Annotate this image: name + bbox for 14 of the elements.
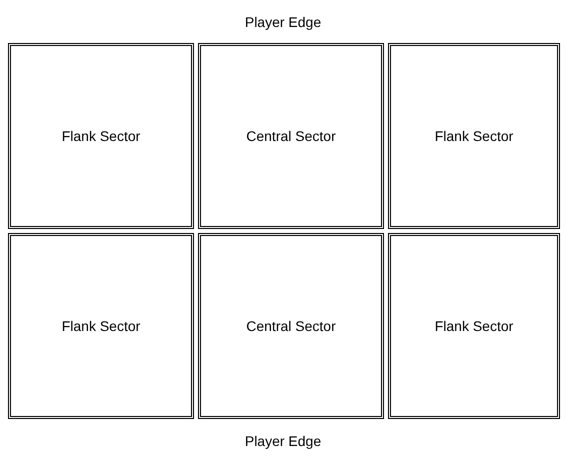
side-caption: Player Edge <box>244 14 322 30</box>
sector-box <box>388 43 560 229</box>
sector-box <box>388 233 560 419</box>
sector-box <box>8 43 194 229</box>
sector-label: Flank Sector <box>434 126 514 146</box>
sector-label: Flank Sector <box>60 126 142 146</box>
sector-box <box>8 233 194 419</box>
sector-label: Central Sector <box>245 126 337 146</box>
sector-box <box>198 233 384 419</box>
sector-label: Flank Sector <box>434 316 514 336</box>
sector-label: Flank Sector <box>60 316 142 336</box>
sector-label: Central Sector <box>245 316 337 336</box>
sector-box <box>198 43 384 229</box>
side-caption: Player Edge <box>244 433 322 449</box>
